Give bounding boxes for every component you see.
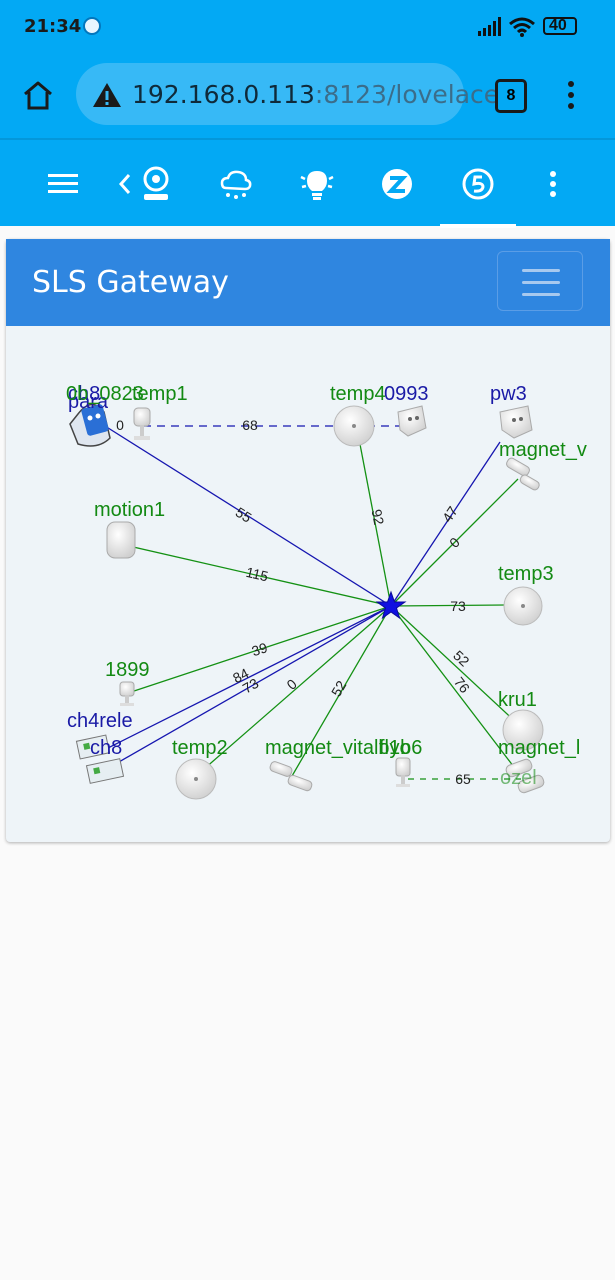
node-label: magnet_v (499, 439, 587, 461)
edge-label: 0 (116, 417, 124, 433)
wifi-icon (509, 17, 535, 37)
overflow-menu-icon[interactable] (548, 171, 558, 199)
address-bar[interactable]: 192.168.0.113:8123/lovelace (76, 63, 499, 125)
node-label: fl1b6 (379, 737, 422, 759)
gateway-star-icon[interactable] (375, 590, 407, 620)
tab-zwave-icon[interactable] (380, 167, 414, 201)
active-tab-indicator (440, 224, 516, 228)
edge-label: 84 (230, 665, 251, 686)
remote-control-icon[interactable] (69, 403, 111, 447)
tab-weather-icon[interactable] (218, 166, 254, 202)
tab-switcher-button[interactable]: 8 (495, 79, 527, 113)
door-sensor-icon[interactable] (505, 457, 541, 492)
network-graph[interactable]: 55 92 47 0 115 73 39 84 73 0 52 52 76 68… (6, 326, 610, 842)
temperature-sensor-icon[interactable] (175, 758, 217, 800)
motion-sensor-icon[interactable] (106, 521, 136, 559)
warning-icon (93, 83, 121, 107)
node-label: ozel (500, 767, 537, 789)
node-label: temp2 (172, 737, 228, 759)
node-label: temp3 (498, 563, 554, 585)
status-time: 21:34 (24, 16, 82, 37)
card-menu-button[interactable] (497, 251, 583, 311)
node-label: pw3 (490, 383, 527, 405)
edge-label: 55 (233, 504, 255, 526)
node-label: magnet_l (498, 737, 580, 759)
edge-label: 65 (455, 771, 471, 787)
node-label: ch4rele (67, 710, 133, 732)
node-label: temp4 (330, 383, 386, 405)
relay-board-icon[interactable] (85, 758, 125, 784)
edge-label: 52 (450, 647, 472, 669)
node-label: magnet_vitalbyo (265, 737, 411, 759)
chevron-left-icon[interactable] (118, 173, 132, 195)
sls-gateway-card: SLS Gateway 55 (6, 239, 610, 842)
browser-toolbar: 192.168.0.113:8123/lovelace 8 (0, 52, 615, 138)
edge-label: 47 (439, 503, 461, 525)
node-label: temp1 (132, 383, 188, 405)
door-sensor-icon[interactable] (269, 761, 313, 792)
door-sensor-icon[interactable] (505, 758, 546, 794)
home-icon[interactable] (22, 80, 54, 110)
card-header: SLS Gateway (6, 239, 610, 326)
edge-labels: 55 92 47 0 115 73 39 84 73 0 52 52 76 68… (116, 417, 473, 787)
motion-sensor-icon[interactable] (395, 757, 411, 787)
edge-label: 73 (240, 675, 262, 697)
graph-edges (91, 425, 521, 780)
url-path: :8123/lovelace (314, 80, 500, 109)
smart-plug-icon[interactable] (499, 405, 533, 439)
edge-label: 39 (250, 639, 270, 659)
card-title: SLS Gateway (32, 265, 229, 300)
edge-label: 68 (242, 417, 258, 433)
status-bar: 21:34 40 (0, 0, 615, 52)
edge-label: 76 (451, 674, 473, 696)
node-label: 0993 (384, 383, 429, 405)
edge-label: 73 (450, 598, 466, 614)
node-label: 1899 (105, 659, 150, 681)
signal-icon (478, 17, 501, 36)
tab-sls-icon[interactable] (461, 167, 495, 201)
battery-level: 40 (549, 17, 567, 34)
app-toolbar (0, 138, 615, 228)
node-label: kru1 (498, 689, 537, 711)
tab-camera-icon[interactable] (140, 166, 172, 202)
node-label: motion1 (94, 499, 165, 521)
relay-board-icon[interactable] (75, 734, 111, 760)
motion-sensor-icon[interactable] (133, 407, 151, 440)
url-text[interactable]: 192.168.0.113:8123/lovelace (132, 80, 499, 109)
temperature-sensor-icon[interactable] (333, 405, 375, 447)
graph-nodes[interactable] (69, 403, 546, 800)
node-label: ch8 (68, 383, 100, 405)
node-label: 0b_0823 (66, 383, 144, 405)
motion-sensor-icon[interactable] (119, 681, 135, 706)
menu-icon[interactable] (48, 174, 78, 194)
node-label: ch8 (90, 737, 122, 759)
edge-label: 115 (244, 564, 270, 585)
edge-label: 92 (369, 508, 388, 527)
more-vert-icon[interactable] (565, 81, 577, 111)
url-host: 192.168.0.113 (132, 80, 315, 109)
edge-label: 52 (328, 678, 350, 700)
button-switch-icon[interactable] (502, 709, 544, 751)
node-labels: ch8 para 0b_0823 temp1 temp4 0993 pw3 ma… (66, 383, 587, 789)
node-label: para (68, 391, 109, 413)
notification-icon (83, 17, 101, 35)
battery-icon: 40 (543, 17, 577, 35)
smart-plug-icon[interactable] (397, 405, 427, 437)
temperature-sensor-icon[interactable] (503, 586, 543, 626)
tab-lights-icon[interactable] (299, 167, 335, 201)
edge-label: 0 (284, 675, 301, 692)
